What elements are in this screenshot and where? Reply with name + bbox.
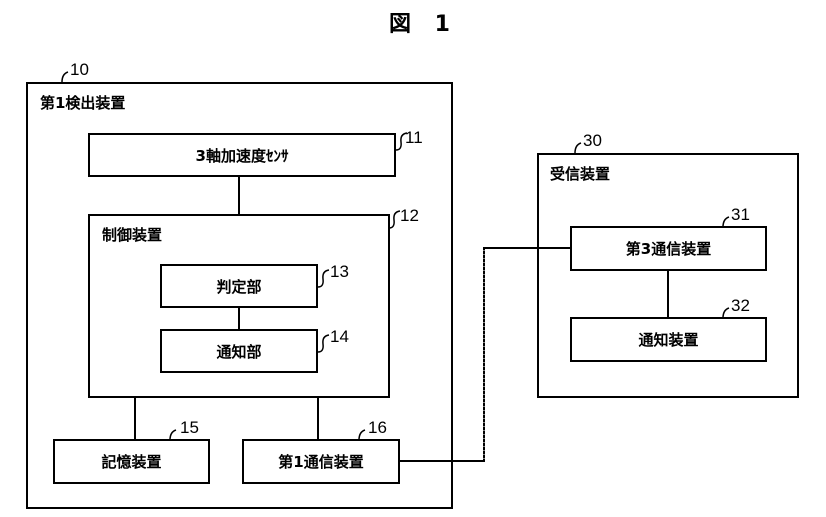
comm1-label: 第1通信装置: [278, 453, 364, 471]
notify-unit-label: 通知部: [216, 342, 262, 361]
storage-label: 記憶装置: [101, 453, 162, 471]
controller-box: [88, 214, 390, 398]
storage-box: 記憶装置: [53, 439, 210, 484]
ref-31: 31: [731, 205, 750, 224]
notify-device-label: 通知装置: [638, 331, 699, 349]
judge-unit-box: 判定部: [160, 264, 318, 308]
ref-15: 15: [180, 418, 199, 437]
detector-device-label: 第1検出装置: [40, 94, 126, 112]
accelerometer-box: 3軸加速度ｾﾝｻ: [88, 133, 396, 177]
leader-11: [395, 132, 408, 151]
leader-14: [317, 334, 330, 353]
controller-label: 制御装置: [102, 226, 163, 244]
ref-11: 11: [405, 128, 423, 147]
leader-12: [388, 210, 401, 229]
receiver-device-label: 受信装置: [550, 165, 611, 183]
leader-32: [722, 307, 730, 319]
ref-30: 30: [583, 131, 602, 150]
leader-13: [317, 269, 330, 288]
comm3-box: 第3通信装置: [570, 226, 767, 271]
notify-unit-box: 通知部: [160, 329, 318, 373]
ref-12: 12: [400, 206, 419, 225]
ref-14: 14: [330, 327, 349, 346]
comm1-box: 第1通信装置: [242, 439, 400, 484]
receiver-device-box: [537, 153, 799, 398]
leader-30: [574, 142, 582, 154]
comm3-label: 第3通信装置: [625, 240, 712, 258]
figure-title: 図 1: [389, 12, 458, 37]
leader-15: [169, 429, 177, 441]
ref-10: 10: [70, 60, 89, 79]
accelerometer-label: 3軸加速度ｾﾝｻ: [195, 146, 289, 165]
leader-10: [61, 71, 69, 83]
ref-13: 13: [330, 262, 349, 281]
ref-32: 32: [731, 296, 750, 315]
leader-31: [722, 216, 730, 228]
detector-device-box: [26, 82, 453, 509]
ref-16: 16: [368, 418, 387, 437]
leader-16: [358, 429, 366, 441]
judge-unit-label: 判定部: [216, 277, 262, 296]
notify-device-box: 通知装置: [570, 317, 767, 362]
